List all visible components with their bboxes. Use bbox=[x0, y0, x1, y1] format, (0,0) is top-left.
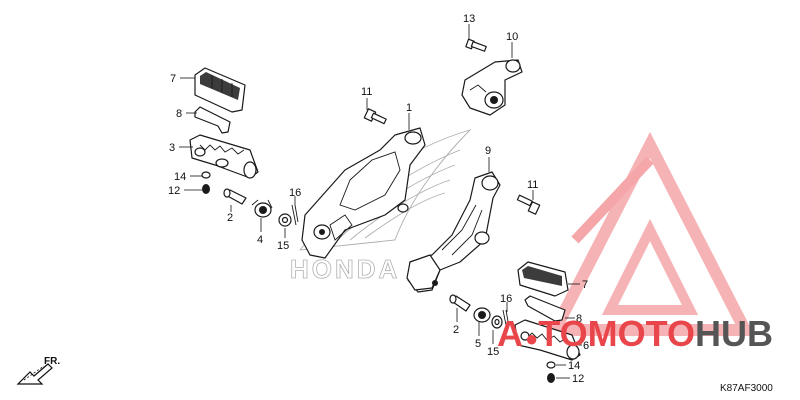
part-1-step-bracket bbox=[301, 127, 426, 259]
leader-lines bbox=[179, 24, 582, 379]
front-label: FR. bbox=[44, 356, 60, 367]
front-direction-indicator: FR. bbox=[16, 356, 60, 385]
callout-13-top: 13 bbox=[463, 13, 475, 25]
part-14-washer-left bbox=[201, 171, 211, 179]
part-8-plate-right bbox=[524, 295, 566, 322]
part-9-step-bracket-right bbox=[406, 171, 501, 293]
callout-16-right: 16 bbox=[500, 293, 512, 305]
watermark-text-red-1: A bbox=[497, 313, 523, 354]
callout-8-right: 8 bbox=[576, 313, 582, 325]
part-14-washer-right bbox=[546, 361, 556, 369]
part-16-cotter-pin-left bbox=[291, 204, 299, 226]
callout-5: 5 bbox=[475, 338, 481, 350]
part-6-footpeg-right bbox=[514, 319, 581, 361]
part-11-bolt-upper bbox=[363, 108, 387, 125]
callout-7-right: 7 bbox=[582, 279, 588, 291]
honda-brand-text: HONDA bbox=[290, 254, 400, 284]
part-12-pin-left bbox=[202, 184, 210, 194]
front-arrow-icon bbox=[16, 363, 53, 385]
watermark-text-gray: HUB bbox=[695, 313, 773, 354]
watermark-text-ring: ● bbox=[525, 326, 538, 351]
callout-15-right: 15 bbox=[487, 346, 499, 358]
callout-9: 9 bbox=[485, 145, 491, 157]
callout-3: 3 bbox=[169, 142, 175, 154]
watermark-slash bbox=[571, 156, 654, 244]
callout-labels: 13 10 7 8 11 1 3 9 14 12 16 11 2 4 15 7 … bbox=[168, 13, 589, 385]
part-15-washer-right bbox=[491, 315, 503, 329]
callout-12-right: 12 bbox=[572, 373, 584, 385]
callout-16-left: 16 bbox=[289, 187, 301, 199]
watermark-logo bbox=[545, 131, 755, 336]
part-8-plate-left bbox=[194, 106, 231, 134]
part-3-footpeg-left bbox=[189, 134, 259, 179]
callout-6: 6 bbox=[583, 340, 589, 352]
part-12-pin-right bbox=[547, 373, 555, 383]
part-2-pin-right bbox=[449, 294, 471, 312]
part-13-bolt bbox=[465, 38, 487, 52]
callout-7-left: 7 bbox=[170, 73, 176, 85]
diagram-code: K87AF3000 bbox=[720, 383, 773, 394]
callout-11-lower: 11 bbox=[527, 179, 538, 191]
callout-8-left: 8 bbox=[176, 108, 182, 120]
part-10-bracket bbox=[461, 59, 523, 116]
part-4-spring bbox=[251, 199, 273, 218]
part-7-footpeg-rubber-left bbox=[194, 67, 246, 113]
part-7-footpeg-rubber-right bbox=[517, 261, 569, 297]
callout-2-right: 2 bbox=[453, 324, 459, 336]
callout-12-left: 12 bbox=[168, 185, 180, 197]
part-11-bolt-lower bbox=[516, 194, 541, 215]
callout-4: 4 bbox=[257, 234, 263, 246]
watermark-triangle-inner bbox=[601, 218, 699, 315]
watermark-triangle-outer bbox=[545, 131, 755, 336]
watermark-text-red-2: TOMOTO bbox=[538, 313, 695, 354]
callout-2-left: 2 bbox=[227, 212, 233, 224]
callout-1: 1 bbox=[406, 102, 412, 114]
callout-11-upper: 11 bbox=[361, 86, 372, 98]
callout-10: 10 bbox=[506, 31, 518, 43]
callout-14-right: 14 bbox=[568, 360, 580, 372]
svg-text:A●TOMOTOHUB: A●TOMOTOHUB bbox=[497, 313, 773, 354]
part-2-pin-left bbox=[223, 188, 247, 205]
watermark-text: A●TOMOTOHUB bbox=[497, 313, 773, 354]
part-15-washer-left bbox=[278, 213, 292, 227]
callout-14-left: 14 bbox=[174, 171, 186, 183]
part-5-spring bbox=[473, 307, 491, 323]
callout-15-left: 15 bbox=[277, 240, 289, 252]
part-16-cotter-pin-right bbox=[502, 309, 510, 331]
